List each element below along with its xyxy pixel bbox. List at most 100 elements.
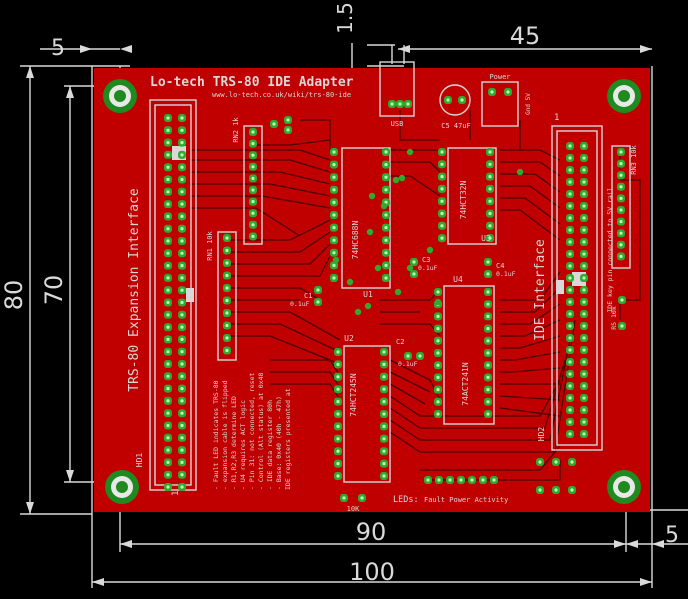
expansion-interface-label: TRS-80 Expansion Interface bbox=[127, 188, 142, 392]
rn3-pad-drill bbox=[619, 173, 623, 177]
board-url: www.lo-tech.co.uk/wiki/trs-80-ide bbox=[212, 91, 351, 99]
rn3-pad-drill bbox=[619, 208, 623, 212]
hd1-pad-drill bbox=[180, 313, 184, 317]
r5-pad-drill bbox=[620, 324, 624, 328]
rn2-pad-drill bbox=[251, 200, 255, 204]
hd2-pad-drill bbox=[568, 192, 572, 196]
hd2-pad-drill bbox=[582, 168, 586, 172]
hd1-pad-drill bbox=[166, 165, 170, 169]
via bbox=[406, 264, 414, 272]
hd1-pad-drill bbox=[180, 399, 184, 403]
u4-pad-drill bbox=[486, 400, 490, 404]
note-line: - Pin 31: not connected, reset bbox=[248, 373, 256, 490]
led-resistor-pad-drill bbox=[538, 460, 542, 464]
hd2-pad-drill bbox=[582, 420, 586, 424]
u1-pad-drill bbox=[332, 163, 336, 167]
note-line: - R1,R2,R3 determine LED bbox=[230, 396, 238, 490]
note-line: IDE registers presented at bbox=[284, 388, 292, 490]
led-pad-drill bbox=[492, 478, 496, 482]
led-pad-drill bbox=[448, 478, 452, 482]
u4-pad-drill bbox=[486, 375, 490, 379]
u2-pad-drill bbox=[336, 437, 340, 441]
hd2-pad-drill bbox=[582, 240, 586, 244]
power-pins-label: Gnd 5V bbox=[525, 93, 532, 115]
u2-pad-drill bbox=[382, 400, 386, 404]
u1-pad-drill bbox=[384, 263, 388, 267]
u3-pad-drill bbox=[440, 162, 444, 166]
c5-outline bbox=[439, 84, 471, 116]
hd1-pad-drill bbox=[180, 251, 184, 255]
hd1-pad-drill bbox=[166, 276, 170, 280]
u2-pad-drill bbox=[382, 387, 386, 391]
power-pad-drill bbox=[506, 90, 510, 94]
hd1-pad-drill bbox=[166, 448, 170, 452]
hd1-pad-drill bbox=[166, 325, 170, 329]
hd2-pad-drill bbox=[582, 432, 586, 436]
hd2-pin1-label: 1 bbox=[554, 113, 559, 123]
hd1-pad-drill bbox=[166, 141, 170, 145]
dim-left-outer: 80 bbox=[0, 280, 28, 311]
hd1-pad-drill bbox=[180, 141, 184, 145]
u3-pad-drill bbox=[440, 211, 444, 216]
u1-pad-drill bbox=[332, 238, 336, 242]
c1-pad-drill bbox=[316, 300, 320, 304]
u3-pad-drill bbox=[488, 211, 492, 216]
hd1-pad-drill bbox=[166, 116, 170, 120]
u2-pad-drill bbox=[382, 375, 386, 379]
u2-outline bbox=[343, 345, 391, 483]
hd2-pad-drill bbox=[582, 180, 586, 184]
rn2-outline bbox=[243, 125, 263, 245]
mounting-hole-bottom-left bbox=[105, 470, 139, 504]
u4-pad-drill bbox=[486, 351, 490, 355]
u1-pad-drill bbox=[332, 150, 336, 154]
u3-pad-drill bbox=[488, 199, 492, 203]
u4-pad-drill bbox=[436, 388, 440, 392]
c1-label: C1 bbox=[304, 292, 312, 300]
rn2-label: RN2 1k bbox=[232, 117, 240, 143]
r5-pad-drill bbox=[620, 298, 624, 302]
c5-pad-drill bbox=[446, 98, 450, 102]
rn3-pad-drill bbox=[619, 243, 623, 247]
c5-label: C5 47uF bbox=[441, 122, 471, 130]
hd2-pad-drill bbox=[582, 288, 586, 292]
u1-pad-drill bbox=[332, 251, 336, 255]
rn1-pad-drill bbox=[225, 261, 229, 265]
u4-part-label: 74ACT241N bbox=[461, 362, 470, 406]
hd1-pad-drill bbox=[180, 473, 184, 477]
via bbox=[406, 148, 414, 156]
hd1-pad-drill bbox=[180, 153, 184, 157]
rn1-pad-drill bbox=[225, 286, 229, 290]
dim-top-small: 1.5 bbox=[333, 2, 357, 34]
dim-bottom-outer: 100 bbox=[349, 558, 395, 586]
hd2-pad-drill bbox=[568, 252, 572, 256]
u2-pad-drill bbox=[382, 362, 386, 366]
via bbox=[398, 174, 406, 182]
u2-pad-drill bbox=[336, 350, 340, 354]
u1-pad-drill bbox=[332, 226, 336, 230]
c4-label: C4 bbox=[496, 262, 504, 270]
hd2-pad-drill bbox=[568, 420, 572, 424]
c3-pad-drill bbox=[412, 272, 416, 276]
rn3-pad-drill bbox=[619, 162, 623, 166]
c4-pad-drill bbox=[486, 260, 490, 264]
rn2-pad-drill bbox=[251, 142, 255, 146]
u2-pad-drill bbox=[382, 412, 386, 416]
power-label: Power bbox=[489, 73, 510, 81]
hd1-pad-drill bbox=[166, 473, 170, 477]
led-resistor-pad-drill bbox=[570, 460, 574, 464]
hd1-pad-drill bbox=[180, 202, 184, 206]
u1-pad-drill bbox=[384, 163, 388, 167]
c2-label: C2 bbox=[396, 338, 404, 346]
hd1-pad-drill bbox=[180, 214, 184, 218]
hd1-pad-drill bbox=[180, 177, 184, 182]
hd1-pad-drill bbox=[180, 300, 184, 305]
hd2-pad-drill bbox=[582, 192, 586, 196]
u4-pad-drill bbox=[486, 290, 490, 294]
u2-pad-drill bbox=[336, 375, 340, 379]
u4-pad-drill bbox=[436, 375, 440, 379]
via bbox=[434, 298, 442, 306]
u2-pad-drill bbox=[336, 474, 340, 478]
hd2-pad-drill bbox=[582, 312, 586, 316]
u3-pad-drill bbox=[488, 187, 492, 191]
usb-outline bbox=[379, 61, 415, 117]
